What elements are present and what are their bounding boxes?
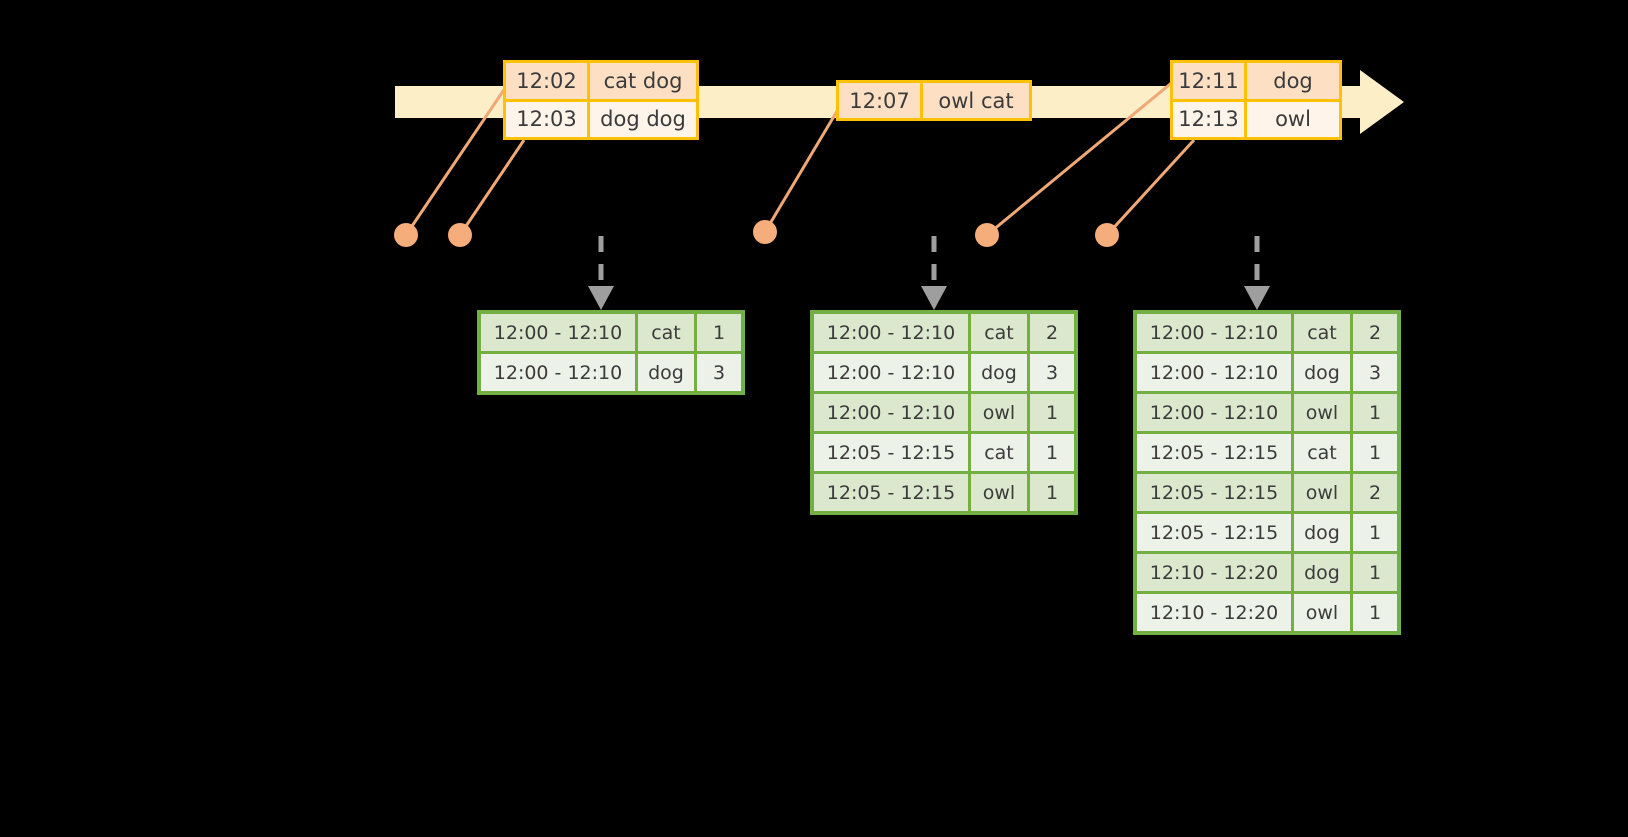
timeline-arrowhead bbox=[1360, 70, 1404, 134]
cell-count: 1 bbox=[1353, 554, 1397, 591]
cell-window: 12:10 - 12:20 bbox=[1137, 554, 1291, 591]
cell-count: 1 bbox=[1030, 474, 1074, 511]
cell-word: cat bbox=[971, 314, 1027, 351]
event-box-2[interactable]: 12:07 owl cat bbox=[836, 80, 1032, 121]
cell-word: dog bbox=[638, 354, 694, 391]
event-row: 12:07 owl cat bbox=[839, 83, 1029, 118]
event-words: owl cat bbox=[938, 88, 1014, 113]
cell-window: 12:00 - 12:10 bbox=[814, 354, 968, 391]
cell-count: 3 bbox=[1030, 354, 1074, 391]
event-box-1[interactable]: 12:02 cat dog 12:03 dog dog bbox=[503, 60, 699, 140]
cell-word: dog bbox=[1294, 554, 1350, 591]
event-row: 12:02 cat dog bbox=[506, 63, 696, 99]
event-row: 12:11 dog bbox=[1173, 63, 1339, 99]
cell-window: 12:00 - 12:10 bbox=[814, 394, 968, 431]
cell-window: 12:05 - 12:15 bbox=[1137, 474, 1291, 511]
cell-word: owl bbox=[971, 474, 1027, 511]
cell-window: 12:05 - 12:15 bbox=[1137, 514, 1291, 551]
event-time: 12:02 bbox=[506, 63, 590, 99]
cell-count: 2 bbox=[1030, 314, 1074, 351]
cell-count: 1 bbox=[697, 314, 741, 351]
event-row: 12:13 owl bbox=[1173, 98, 1339, 137]
cell-count: 3 bbox=[1353, 354, 1397, 391]
connector-dot-2 bbox=[448, 223, 472, 247]
cell-count: 1 bbox=[1030, 394, 1074, 431]
event-words: dog dog bbox=[600, 107, 686, 132]
cell-word: dog bbox=[1294, 354, 1350, 391]
connector-dot-3 bbox=[753, 220, 777, 244]
event-time: 12:03 bbox=[506, 101, 590, 137]
cell-word: cat bbox=[638, 314, 694, 351]
connector-dot-5 bbox=[1095, 223, 1119, 247]
cell-word: dog bbox=[1294, 514, 1350, 551]
cell-window: 12:05 - 12:15 bbox=[814, 474, 968, 511]
cell-window: 12:00 - 12:10 bbox=[481, 354, 635, 391]
cell-count: 1 bbox=[1353, 514, 1397, 551]
cell-window: 12:05 - 12:15 bbox=[1137, 434, 1291, 471]
cell-word: owl bbox=[1294, 394, 1350, 431]
cell-word: owl bbox=[1294, 594, 1350, 631]
cell-window: 12:00 - 12:10 bbox=[1137, 394, 1291, 431]
cell-window: 12:00 - 12:10 bbox=[1137, 354, 1291, 391]
cell-window: 12:00 - 12:10 bbox=[814, 314, 968, 351]
cell-word: owl bbox=[971, 394, 1027, 431]
event-words: owl bbox=[1275, 107, 1311, 132]
cell-count: 1 bbox=[1353, 434, 1397, 471]
cell-word: dog bbox=[971, 354, 1027, 391]
cell-word: cat bbox=[1294, 314, 1350, 351]
cell-count: 1 bbox=[1030, 434, 1074, 471]
cell-window: 12:00 - 12:10 bbox=[1137, 314, 1291, 351]
cell-word: owl bbox=[1294, 474, 1350, 511]
event-words: dog bbox=[1273, 68, 1313, 93]
cell-count: 1 bbox=[1353, 394, 1397, 431]
event-words: cat dog bbox=[603, 68, 683, 93]
cell-count: 2 bbox=[1353, 314, 1397, 351]
cell-count: 3 bbox=[697, 354, 741, 391]
event-row: 12:03 dog dog bbox=[506, 98, 696, 137]
connector-dot-1 bbox=[394, 223, 418, 247]
event-time: 12:13 bbox=[1173, 101, 1247, 137]
cell-word: cat bbox=[971, 434, 1027, 471]
cell-window: 12:05 - 12:15 bbox=[814, 434, 968, 471]
event-box-3[interactable]: 12:11 dog 12:13 owl bbox=[1170, 60, 1342, 140]
connector-dot-4 bbox=[975, 223, 999, 247]
cell-count: 1 bbox=[1353, 594, 1397, 631]
cell-window: 12:10 - 12:20 bbox=[1137, 594, 1291, 631]
cell-count: 2 bbox=[1353, 474, 1397, 511]
event-time: 12:07 bbox=[839, 83, 923, 118]
cell-window: 12:00 - 12:10 bbox=[481, 314, 635, 351]
event-time: 12:11 bbox=[1173, 63, 1247, 99]
cell-word: cat bbox=[1294, 434, 1350, 471]
